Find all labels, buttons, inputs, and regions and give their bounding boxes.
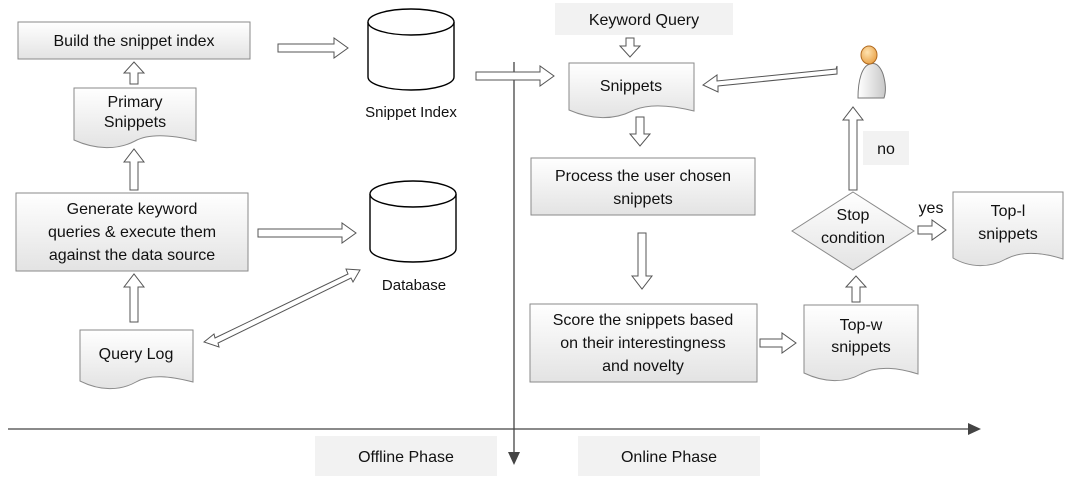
topw-snippets-label-2: snippets (831, 339, 891, 356)
build-index-box (17, 21, 251, 60)
score-snippets-label-3: and novelty (602, 358, 684, 375)
arrow-topw-to-stop (844, 275, 868, 303)
online-phase-label: Online Phase (621, 449, 717, 466)
online-phase-box (578, 436, 760, 476)
arrow-querylog-database (202, 268, 361, 348)
primary-snippets-label-1: Primary (107, 94, 162, 111)
arrow-snippets-to-process (628, 116, 652, 147)
arrow-user-to-snippets (702, 65, 838, 93)
stop-condition-diamond (791, 191, 915, 271)
topl-snippets-label-1: Top-l (991, 203, 1026, 220)
snippets-label: Snippets (600, 78, 662, 95)
generate-queries-box (15, 192, 249, 272)
query-log-doc (79, 329, 194, 390)
score-snippets-box (529, 303, 758, 383)
snippet-index-label: Snippet Index (365, 104, 457, 121)
arrow-process-to-score (630, 232, 654, 290)
keyword-query-label: Keyword Query (589, 12, 699, 29)
phase-axis-arrowhead (968, 423, 981, 435)
generate-queries-label-1: Generate keyword (67, 201, 198, 218)
no-label: no (877, 141, 895, 158)
generate-queries-label-2: queries & execute them (48, 224, 216, 241)
arrow-query-to-snippets (618, 37, 642, 58)
offline-phase-label: Offline Phase (358, 449, 454, 466)
phase-divider-arrowhead (508, 452, 520, 465)
arrow-generate-to-database (257, 222, 357, 244)
primary-snippets-doc (73, 87, 197, 149)
topl-snippets-label-2: snippets (978, 226, 1038, 243)
build-index-label: Build the snippet index (54, 33, 215, 50)
process-chosen-box (530, 157, 756, 216)
arrow-stop-to-topl (917, 219, 947, 241)
process-chosen-label-1: Process the user chosen (555, 168, 731, 185)
arrow-generate-to-primary (122, 148, 146, 191)
stop-condition-label-2: condition (821, 230, 885, 247)
arrow-index-to-snippets (475, 65, 555, 87)
score-snippets-label-2: on their interestingness (560, 335, 725, 352)
snippets-doc (568, 62, 695, 119)
arrow-build-to-index (277, 37, 349, 59)
topw-snippets-doc (803, 304, 919, 382)
query-log-label: Query Log (99, 346, 174, 363)
arrow-querylog-to-generate (122, 273, 146, 323)
generate-queries-label-3: against the data source (49, 247, 215, 264)
offline-phase-box (315, 436, 497, 476)
arrow-stop-to-user (841, 106, 865, 191)
no-label-box (863, 131, 909, 165)
yes-label: yes (919, 200, 944, 217)
snippet-index-cylinder (367, 8, 455, 91)
database-cylinder (369, 180, 457, 263)
process-chosen-label-2: snippets (613, 191, 673, 208)
keyword-query-box (555, 3, 733, 35)
database-label: Database (382, 277, 446, 294)
arrow-score-to-topw (759, 332, 797, 354)
stop-condition-label-1: Stop (837, 207, 870, 224)
user-icon (857, 45, 886, 99)
score-snippets-label-1: Score the snippets based (553, 312, 734, 329)
topw-snippets-label-1: Top-w (840, 317, 883, 334)
arrow-primary-to-build (122, 61, 146, 85)
primary-snippets-label-2: Snippets (104, 114, 166, 131)
topl-snippets-doc (952, 191, 1064, 267)
